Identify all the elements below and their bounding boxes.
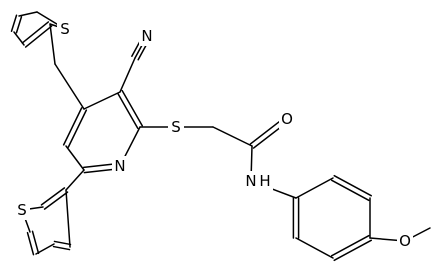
single-bond (295, 237, 334, 259)
thiophene-sulfur-bottom: S (17, 201, 27, 219)
single-bond (65, 145, 85, 171)
amide-hydrogen: H (259, 172, 270, 190)
double-bond (53, 240, 72, 246)
methoxy-oxygen: O (399, 232, 411, 250)
single-bond (212, 126, 253, 147)
double-bond (331, 234, 370, 257)
thiophene-sulfur-top: S (60, 20, 70, 38)
nitrile-nitrogen: N (141, 27, 152, 45)
pyridine-nitrogen: N (114, 157, 125, 175)
double-bond (15, 16, 23, 34)
double-bond (331, 179, 370, 202)
double-bond (10, 14, 18, 32)
thioether-sulfur: S (171, 118, 181, 136)
amide-nitrogen: N (245, 172, 256, 190)
double-bond (52, 245, 71, 251)
single-bond (83, 91, 121, 110)
double-bond (24, 25, 53, 48)
single-bond (295, 177, 334, 199)
single-bond (65, 169, 85, 191)
double-bond (26, 231, 35, 256)
single-bond (54, 63, 85, 110)
double-bond (333, 239, 372, 262)
carbonyl-oxygen: O (281, 110, 293, 128)
double-bond (333, 174, 372, 197)
double-bond (21, 21, 50, 44)
double-bond (67, 109, 88, 148)
double-bond (31, 230, 40, 255)
double-bond (116, 92, 139, 130)
double-bond (43, 191, 69, 210)
atom-layer: S N S O N N H S O (14, 19, 413, 251)
single-bond (13, 31, 25, 46)
bond-layer (10, 11, 431, 262)
single-bond (119, 57, 136, 93)
single-bond (49, 23, 56, 65)
single-bond (65, 189, 71, 248)
double-bond (40, 187, 66, 206)
double-bond (121, 89, 144, 127)
double-bond (62, 107, 83, 146)
single-bond (18, 11, 38, 17)
